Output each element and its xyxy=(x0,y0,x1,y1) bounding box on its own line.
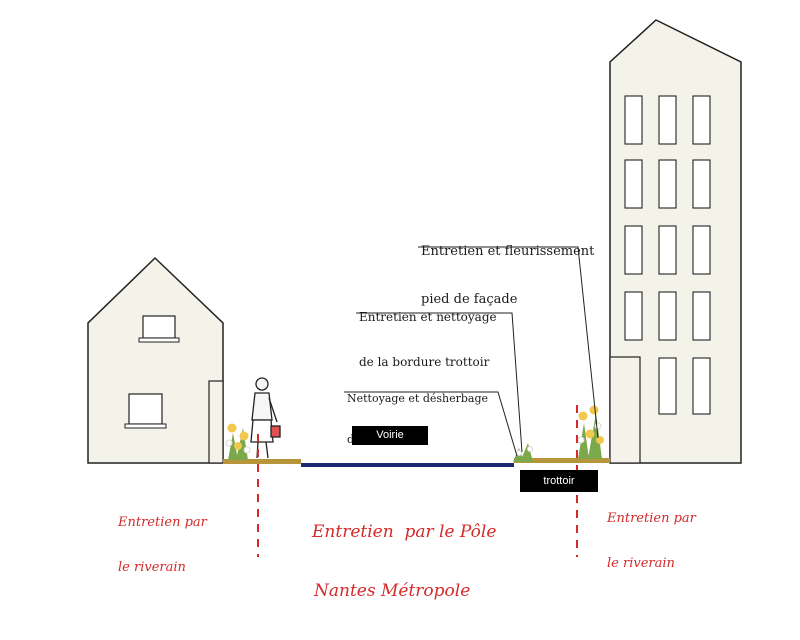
annotation-caniveau-line1: Nettoyage et désherbage xyxy=(347,391,489,405)
plant-right xyxy=(577,405,604,459)
annotation-caniveau: Nettoyage et désherbage du caniveau xyxy=(347,364,488,474)
street-cross-section: Entretien et fleurissement pied de façad… xyxy=(87,19,742,600)
plant-left xyxy=(225,423,251,460)
left-house-sill-upper xyxy=(138,337,180,343)
left-house-window-upper xyxy=(142,315,176,339)
trottoir-label: trottoir xyxy=(520,470,598,492)
left-house-gate xyxy=(208,380,224,464)
leader-facade xyxy=(418,246,599,439)
responsibility-left-line1: Entretien par xyxy=(118,514,207,530)
responsibility-left-line2: le riverain xyxy=(118,559,186,575)
annotation-facade: Entretien et fleurissement pied de façad… xyxy=(421,211,594,341)
left-house-window-lower xyxy=(128,393,163,425)
annotation-facade-line2: pied de façade xyxy=(421,292,518,308)
leader-caniveau xyxy=(344,391,518,457)
left-house xyxy=(87,256,224,464)
diagram-drawing xyxy=(87,19,742,557)
annotation-bordure-line2: de la bordure trottoir xyxy=(359,355,490,369)
responsibility-center: Entretien par le Pôle Nantes Métropole xyxy=(312,484,496,640)
annotation-bordure: Entretien et nettoyage de la bordure tro… xyxy=(359,280,497,400)
tall-building-door xyxy=(609,356,641,464)
road xyxy=(301,463,514,467)
right-sidewalk xyxy=(514,458,610,463)
pedestrian xyxy=(250,377,281,459)
left-house-sill-lower xyxy=(124,423,167,429)
responsibility-right-line2: le riverain xyxy=(607,555,675,571)
tall-building-windows xyxy=(624,95,711,415)
responsibility-left: Entretien par le riverain xyxy=(118,486,207,606)
responsibility-right-line1: Entretien par xyxy=(607,510,696,526)
voirie-label: Voirie xyxy=(352,426,428,445)
responsibility-right: Entretien par le riverain xyxy=(607,482,696,602)
responsibility-center-line2: Nantes Métropole xyxy=(314,580,471,601)
responsibility-center-line1: Entretien par le Pôle xyxy=(312,522,497,543)
annotation-bordure-line1: Entretien et nettoyage xyxy=(359,310,497,324)
leader-bordure xyxy=(356,312,523,453)
left-sidewalk xyxy=(223,459,301,464)
annotation-facade-line1: Entretien et fleurissement xyxy=(421,243,595,259)
